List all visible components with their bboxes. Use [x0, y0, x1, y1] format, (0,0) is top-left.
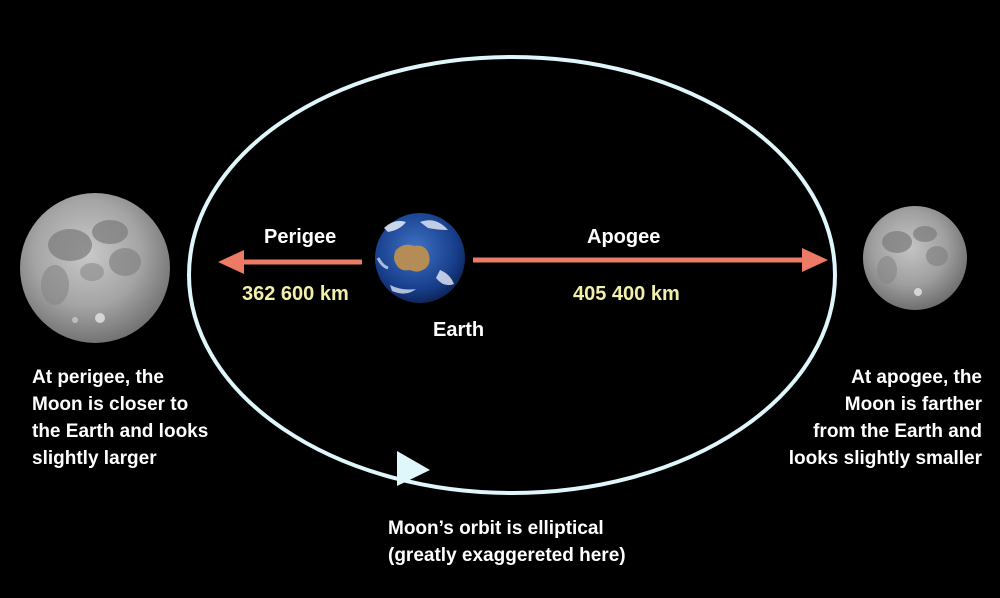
perigee-caption-line: slightly larger [32, 448, 157, 469]
apogee-caption: At apogee, the Moon is farther from the … [789, 364, 982, 472]
earth-label: Earth [433, 319, 485, 341]
apogee-caption-line: looks slightly smaller [788, 448, 982, 469]
perigee-caption-line: At perigee, the [32, 367, 164, 388]
perigee-label: Perigee [264, 226, 337, 248]
earth-globe-icon [375, 213, 465, 303]
apogee-caption-line: Moon is farther [844, 394, 982, 415]
orbit-caption: Moon’s orbit is elliptical (greatly exag… [388, 515, 626, 569]
perigee-arrow [218, 250, 362, 274]
perigee-caption-line: the Earth and looks [32, 421, 209, 442]
orbit-direction-arrowhead-icon [397, 451, 430, 486]
orbit-caption-line: Moon’s orbit is elliptical [388, 518, 604, 539]
apogee-distance: 405 400 km [573, 283, 680, 305]
moon-orbit-ellipse [187, 55, 837, 495]
full-moon-large-icon [20, 193, 170, 343]
full-moon-small-icon [863, 206, 967, 310]
perigee-caption-line: Moon is closer to [32, 394, 189, 415]
apogee-arrow [473, 248, 828, 272]
perigee-distance: 362 600 km [242, 283, 349, 305]
perigee-caption: At perigee, the Moon is closer to the Ea… [32, 364, 208, 472]
orbit-caption-line: (greatly exaggereted here) [388, 545, 626, 566]
apogee-caption-line: At apogee, the [851, 367, 982, 388]
apogee-label: Apogee [587, 226, 661, 248]
apogee-caption-line: from the Earth and [813, 421, 982, 442]
